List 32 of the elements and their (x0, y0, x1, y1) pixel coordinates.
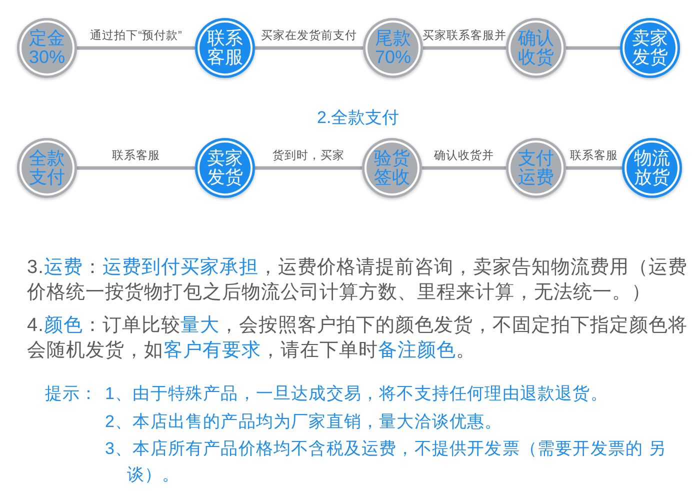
section-heading: 2.全款支付 (317, 107, 400, 129)
edge-label: 货到时，买家 (272, 149, 344, 163)
edge-label: 买家联系客服并 (422, 29, 506, 43)
step-circle: 定金30% (17, 18, 77, 78)
step-circle: 支付运费 (506, 138, 566, 198)
connector-line (77, 46, 195, 50)
step-circle: 物流放货 (622, 138, 682, 198)
note-paragraph: 4.颜色：订单比较量大，会按照客户拍下的颜色发货，不固定拍下指定颜色将会随机发货，如客户有要求，请在下单时备注颜色。 (27, 314, 688, 362)
step-circle: 联系客服 (195, 18, 255, 78)
connector-line (422, 166, 506, 170)
tip-item: 2、本店出售的产品均为厂家直销，量大洽谈优惠。 (105, 411, 504, 433)
connector-line (255, 166, 362, 170)
edge-label: 确认收货并 (434, 149, 494, 163)
step-circle: 尾款70% (363, 18, 423, 78)
edge-label: 联系客服 (570, 149, 618, 163)
tip-item: 1、由于特殊产品，一旦达成交易，将不支持任何理由退款退货。 (105, 383, 609, 405)
step-circle: 卖家发货 (620, 18, 680, 78)
connector-line (77, 166, 195, 170)
note-paragraph: 3.运费：运费到付买家承担，运费价格请提前咨询，卖家告知物流费用（运费价格统一按货物打包之后物流公司计算方数、里程来计算，无法统一。） (27, 256, 688, 304)
connector-line (566, 46, 620, 50)
connector-line (566, 166, 622, 170)
edge-label: 买家在发货前支付 (261, 29, 357, 43)
step-circle: 确认收货 (506, 18, 566, 78)
edge-label: 联系客服 (112, 149, 160, 163)
connector-line (423, 46, 506, 50)
step-circle: 卖家发货 (195, 138, 255, 198)
connector-line (255, 46, 363, 50)
step-circle: 验货签收 (362, 138, 422, 198)
step-circle: 全款支付 (17, 138, 77, 198)
edge-label: 通过拍下“预付款” (90, 29, 182, 43)
tip-item: 3、本店所有产品价格均不含税及运费，不提供开发票（需要开发票的 另谈）。 (105, 438, 667, 486)
tip-heading: 提示： (45, 383, 98, 405)
